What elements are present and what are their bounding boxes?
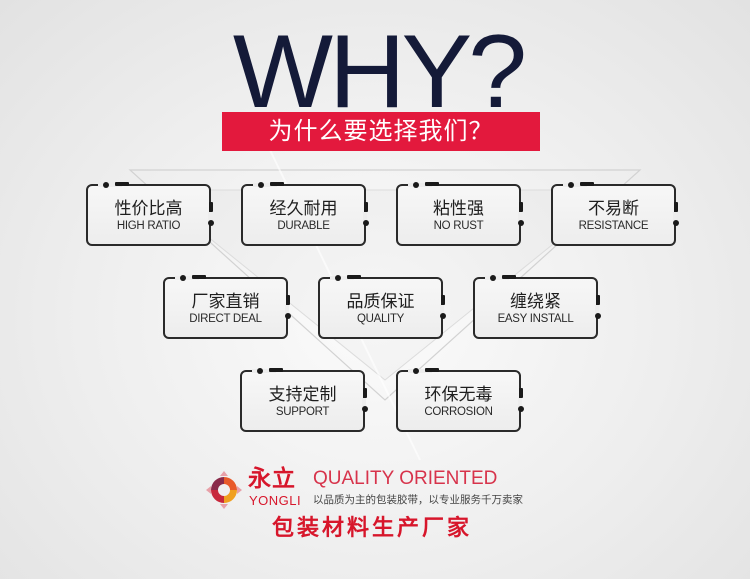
brand-name-en: YONGLI	[249, 493, 302, 508]
frame-bar-icon	[425, 368, 439, 372]
frame-gap	[98, 183, 122, 187]
frame-gap	[440, 305, 444, 315]
feature-card-support: 支持定制 SUPPORT	[240, 368, 368, 432]
frame-gap	[595, 305, 599, 315]
feature-title-cn: 支持定制	[268, 385, 337, 405]
frame-bar-icon	[502, 275, 516, 279]
feature-title-cn: 缠绕紧	[510, 292, 561, 312]
frame-gap	[408, 183, 432, 187]
frame-dot-icon	[258, 182, 264, 188]
brand-name-cn: 永立	[248, 465, 296, 492]
feature-title-en: DURABLE	[277, 220, 330, 232]
frame-bar-icon	[425, 182, 439, 186]
feature-card-corrosion: 环保无毒 CORROSION	[396, 368, 524, 432]
frame-dot-icon	[413, 182, 419, 188]
frame-gap	[362, 398, 366, 408]
frame-bar-icon	[519, 388, 523, 398]
frame-dot-icon	[413, 368, 419, 374]
frame-bar-icon	[596, 295, 600, 305]
feature-title-cn: 厂家直销	[191, 292, 260, 312]
feature-card-durable: 经久耐用 DURABLE	[241, 182, 369, 246]
frame-bar-icon	[674, 202, 678, 212]
frame-gap	[330, 276, 354, 280]
feature-title-en: CORROSION	[424, 406, 493, 418]
frame-gap	[175, 276, 199, 280]
frame-dot-icon	[518, 220, 524, 226]
frame-bar-icon	[580, 182, 594, 186]
feature-title-en: DIRECT DEAL	[189, 313, 262, 325]
why-heading: WHY?	[232, 14, 527, 130]
frame-dot-icon	[490, 275, 496, 281]
feature-card-no-rust: 粘性强 NO RUST	[396, 182, 524, 246]
feature-title-cn: 不易断	[588, 199, 639, 219]
frame-bar-icon	[363, 388, 367, 398]
frame-gap	[208, 212, 212, 222]
frame-dot-icon	[103, 182, 109, 188]
frame-bar-icon	[269, 368, 283, 372]
feature-card-easy-install: 缠绕紧 EASY INSTALL	[473, 275, 601, 339]
frame-dot-icon	[285, 313, 291, 319]
frame-bar-icon	[115, 182, 129, 186]
feature-title-cn: 粘性强	[433, 199, 484, 219]
feature-card-resistance: 不易断 RESISTANCE	[551, 182, 679, 246]
feature-card-direct-deal: 厂家直销 DIRECT DEAL	[163, 275, 291, 339]
feature-card-quality: 品质保证 QUALITY	[318, 275, 446, 339]
feature-title-en: HIGH RATIO	[116, 220, 181, 232]
frame-bar-icon	[364, 202, 368, 212]
frame-bar-icon	[347, 275, 361, 279]
why-subtitle-banner: 为什么要选择我们？	[222, 112, 540, 151]
frame-gap	[485, 276, 509, 280]
frame-dot-icon	[518, 406, 524, 412]
feature-title-en: EASY INSTALL	[497, 313, 574, 325]
frame-gap	[673, 212, 677, 222]
frame-bar-icon	[270, 182, 284, 186]
frame-gap	[253, 183, 277, 187]
yongli-logo-icon	[206, 471, 242, 509]
frame-bar-icon	[441, 295, 445, 305]
frame-bar-icon	[192, 275, 206, 279]
feature-title-en: QUALITY	[356, 313, 405, 325]
frame-gap	[518, 212, 522, 222]
frame-gap	[518, 398, 522, 408]
frame-dot-icon	[595, 313, 601, 319]
frame-bar-icon	[286, 295, 290, 305]
frame-gap	[363, 212, 367, 222]
feature-title-cn: 经久耐用	[269, 199, 338, 219]
frame-dot-icon	[440, 313, 446, 319]
slogan-cn: 以品质为主的包装胶带，以专业服务千万卖家	[313, 494, 523, 506]
frame-dot-icon	[568, 182, 574, 188]
feature-title-cn: 品质保证	[346, 292, 415, 312]
frame-gap	[408, 369, 432, 373]
frame-dot-icon	[335, 275, 341, 281]
feature-title-en: SUPPORT	[275, 406, 330, 418]
frame-bar-icon	[209, 202, 213, 212]
slogan-en: QUALITY ORIENTED	[313, 468, 498, 489]
frame-dot-icon	[180, 275, 186, 281]
frame-gap	[285, 305, 289, 315]
frame-dot-icon	[673, 220, 679, 226]
feature-title-cn: 性价比高	[114, 199, 183, 219]
factory-tagline: 包装材料生产厂家	[272, 516, 473, 541]
feature-title-en: NO RUST	[433, 220, 484, 232]
feature-card-high-ratio: 性价比高 HIGH RATIO	[86, 182, 214, 246]
feature-title-cn: 环保无毒	[424, 385, 493, 405]
frame-dot-icon	[257, 368, 263, 374]
frame-dot-icon	[208, 220, 214, 226]
frame-gap	[563, 183, 587, 187]
feature-title-en: RESISTANCE	[578, 220, 649, 232]
frame-gap	[252, 369, 276, 373]
frame-dot-icon	[362, 406, 368, 412]
frame-bar-icon	[519, 202, 523, 212]
frame-dot-icon	[363, 220, 369, 226]
